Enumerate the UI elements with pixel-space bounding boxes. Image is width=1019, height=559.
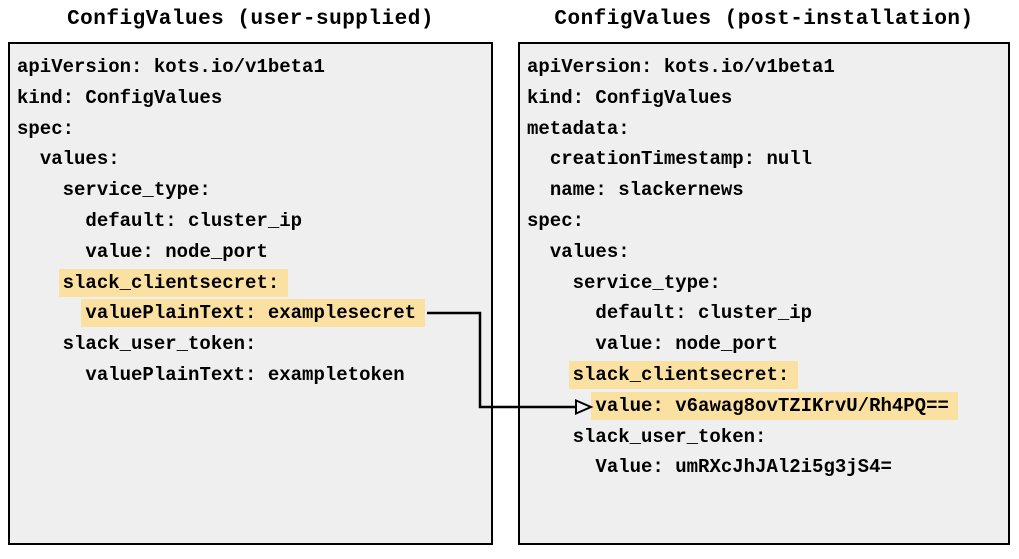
highlighted-text: value: v6awag8ovTZIKrvU/Rh4PQ== [591,391,958,420]
post-installation-code: apiVersion: kots.io/v1beta1 kind: ConfigV… [520,44,1008,483]
code-line: apiVersion: kots.io/v1beta1 [17,52,491,83]
code-line: value: v6awag8ovTZIKrvU/Rh4PQ== [527,391,1008,422]
code-text: value: node_port [85,240,268,263]
code-text: slack_user_token: [572,425,767,448]
user-supplied-title: ConfigValues (user-supplied) [67,8,434,31]
highlighted-text: valuePlainText: examplesecret [81,299,426,328]
code-line: value: node_port [527,329,1008,360]
post-installation-title: ConfigValues (post-installation) [554,8,974,31]
code-line: slack_clientsecret: [17,268,491,299]
highlighted-text: slack_clientsecret: [568,360,799,389]
code-text: values: [39,148,120,171]
code-text: service_type: [572,271,721,294]
code-text: spec: [17,117,75,140]
code-line: kind: ConfigValues [527,83,1008,114]
code-line: slack_clientsecret: [527,360,1008,391]
code-text: apiVersion: kots.io/v1beta1 [527,56,835,78]
code-text: slack_user_token: [62,333,257,356]
code-text: valuePlainText: exampletoken [85,363,405,386]
code-line: metadata: [527,114,1008,145]
code-line: service_type: [527,268,1008,299]
highlighted-text: slack_clientsecret: [58,268,289,297]
code-line: default: cluster_ip [527,298,1008,329]
code-text: value: node_port [595,333,778,356]
code-text: service_type: [62,179,211,202]
code-line: slack_user_token: [527,422,1008,453]
code-line: kind: ConfigValues [17,83,491,114]
code-line: creationTimestamp: null [527,144,1008,175]
code-line: values: [17,144,491,175]
code-line: valuePlainText: examplesecret [17,298,491,329]
post-installation-panel: apiVersion: kots.io/v1beta1 kind: ConfigV… [518,42,1010,545]
code-text: creationTimestamp: null [549,148,813,171]
code-line: value: node_port [17,237,491,268]
code-text: spec: [527,209,585,232]
code-line: values: [527,237,1008,268]
code-line: apiVersion: kots.io/v1beta1 [527,52,1008,83]
user-supplied-code: apiVersion: kots.io/v1beta1 kind: ConfigV… [10,44,491,391]
code-line: slack_user_token: [17,329,491,360]
code-text: default: cluster_ip [595,302,813,325]
code-line: service_type: [17,175,491,206]
code-text: kind: ConfigValues [17,86,223,109]
code-line: spec: [527,206,1008,237]
code-line: Value: umRXcJhJAl2i5g3jS4= [527,452,1008,483]
code-text: metadata: [527,117,630,140]
code-line: default: cluster_ip [17,206,491,237]
code-text: Value: umRXcJhJAl2i5g3jS4= [595,456,892,479]
code-text: apiVersion: kots.io/v1beta1 [17,56,325,78]
code-line: name: slackernews [527,175,1008,206]
code-line: spec: [17,114,491,145]
code-text: kind: ConfigValues [527,86,733,109]
user-supplied-panel: apiVersion: kots.io/v1beta1 kind: ConfigV… [8,42,493,545]
code-text: values: [549,240,630,263]
code-text: default: cluster_ip [85,209,303,232]
code-text: name: slackernews [549,179,744,202]
code-line: valuePlainText: exampletoken [17,360,491,391]
